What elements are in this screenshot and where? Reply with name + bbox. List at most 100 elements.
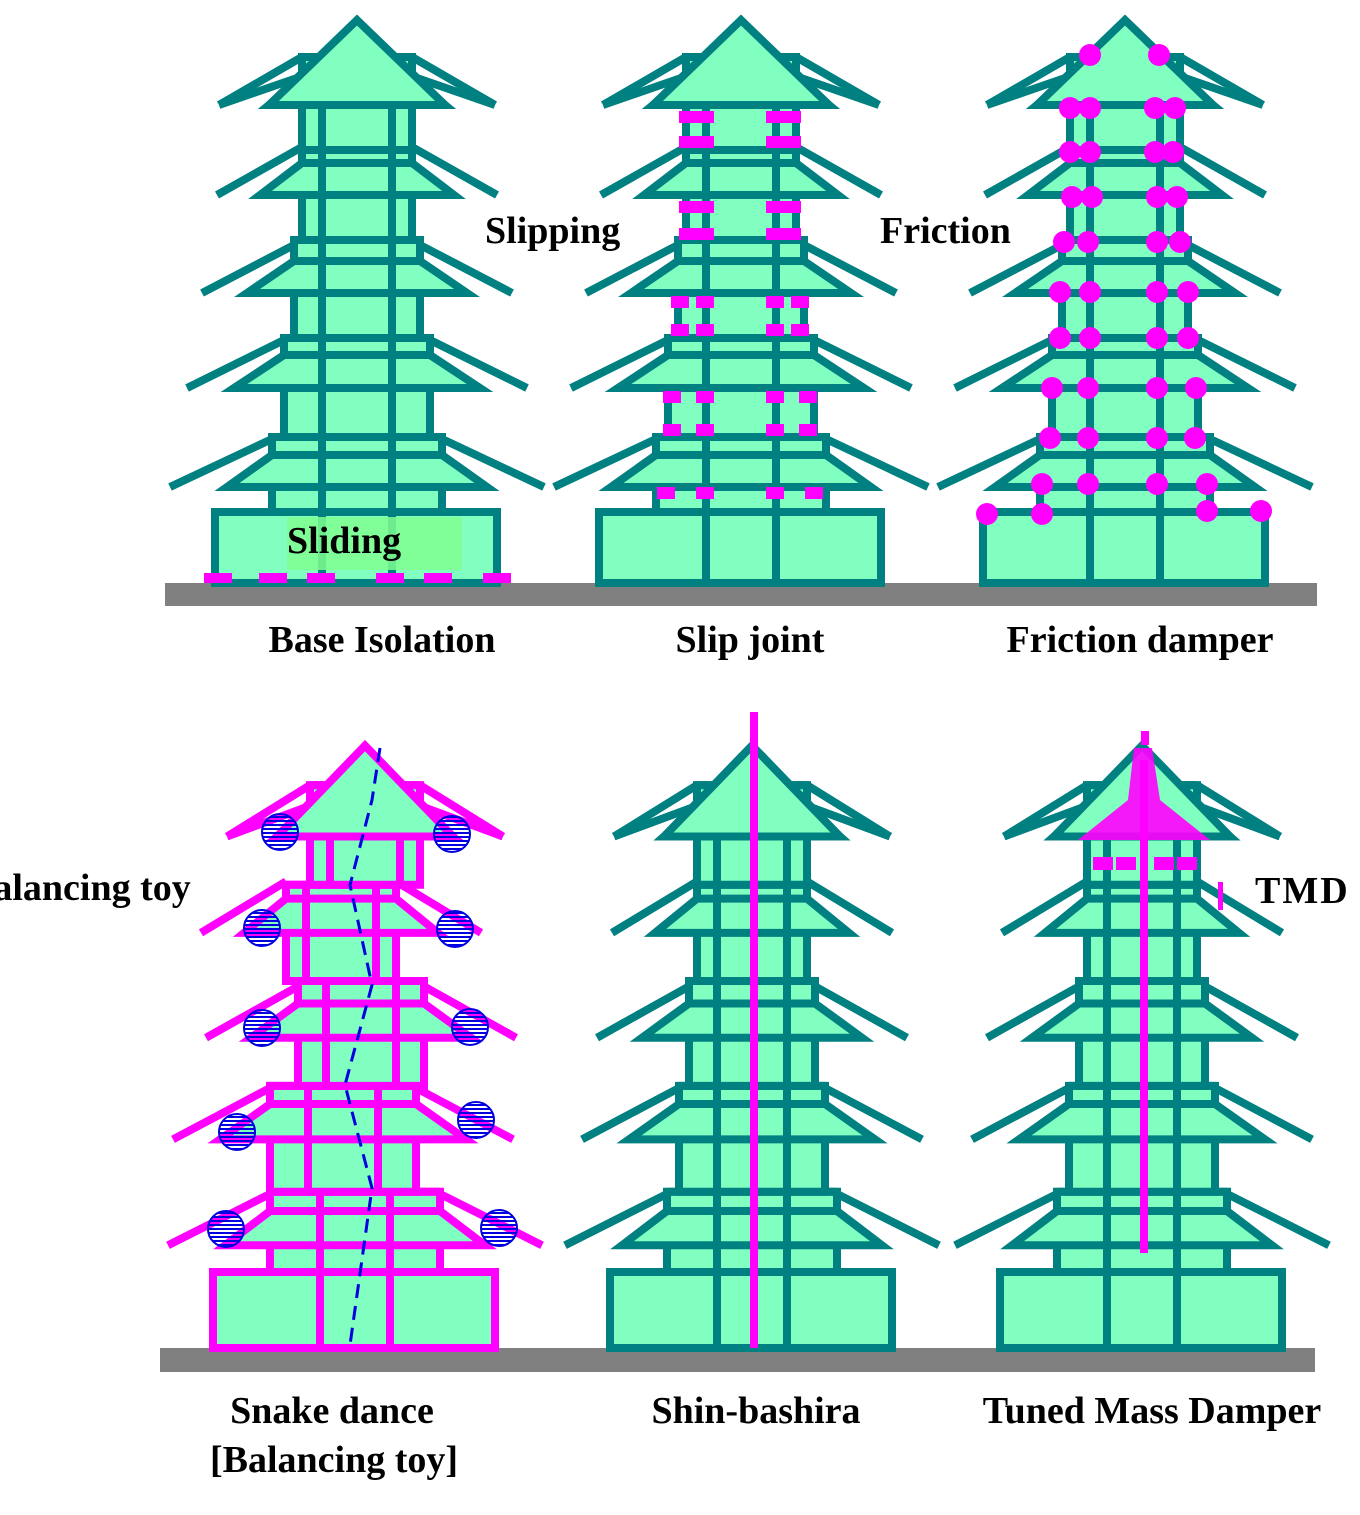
roof-rafter-right xyxy=(1208,435,1314,491)
roof-rafter-left xyxy=(580,1084,681,1143)
roof-rafter-left xyxy=(936,435,1042,491)
base-hall xyxy=(996,1268,1286,1352)
top-rafter-left xyxy=(601,74,683,109)
top-roof xyxy=(643,14,839,109)
pagoda-shin-bashira xyxy=(563,739,941,1352)
center-of-gravity-line xyxy=(343,747,382,1346)
slip-joint-pad xyxy=(696,201,714,213)
caption-slip-joint: Slip joint xyxy=(676,619,825,661)
slip-joint-pad xyxy=(791,296,809,308)
friction-damper-dot xyxy=(1146,427,1168,449)
friction-damper-dot xyxy=(1031,473,1053,495)
base-hall xyxy=(595,508,885,587)
friction-damper-dot xyxy=(1146,377,1168,399)
roof-eave xyxy=(220,351,494,392)
roof-rafter-left xyxy=(168,435,274,491)
slip-joint-pad xyxy=(671,324,689,336)
friction-damper-dot xyxy=(1146,327,1168,349)
slip-joint-pad xyxy=(696,228,714,240)
roof-rafter-right xyxy=(418,241,514,297)
balancing-weight-ball xyxy=(457,1101,495,1139)
roof-rafter-right xyxy=(794,143,883,199)
friction-damper-dot xyxy=(1185,377,1207,399)
sliding-pad xyxy=(424,573,452,583)
roof-eave xyxy=(1002,257,1248,297)
roof-rafter-left xyxy=(970,1084,1071,1143)
tmd-spring-pad xyxy=(1093,857,1113,870)
slip-joint-pad xyxy=(766,201,784,213)
roof-eave xyxy=(207,1100,479,1144)
friction-damper-dot xyxy=(1079,327,1101,349)
top-roof xyxy=(267,739,463,841)
slip-joint-pad xyxy=(679,201,697,213)
roof-rafter-left xyxy=(584,241,680,297)
roof-rafter-right xyxy=(1225,1190,1331,1249)
roof-rafter-right xyxy=(823,1084,924,1143)
roof-eave xyxy=(1016,159,1234,199)
friction-damper-dot xyxy=(1148,44,1170,66)
pagoda-snake-dance xyxy=(166,739,544,1352)
sliding-label-background xyxy=(287,517,462,570)
slip-joint-pad xyxy=(766,296,784,308)
friction-damper-dot xyxy=(1164,97,1186,119)
top-rafter-left xyxy=(612,803,694,841)
slip-joint-pad xyxy=(766,136,784,148)
friction-damper-dot xyxy=(1169,231,1191,253)
friction-damper-dot xyxy=(1144,141,1166,163)
slip-joint-pad xyxy=(783,136,801,148)
caption-friction-damper: Friction damper xyxy=(1006,619,1273,661)
sliding-pad xyxy=(204,573,232,583)
balancing-weight-ball xyxy=(436,910,474,948)
friction-damper-dot xyxy=(1049,281,1071,303)
friction-damper-dot xyxy=(1144,97,1166,119)
roof-eave xyxy=(248,159,466,199)
slip-joint-pad xyxy=(766,424,784,436)
friction-damper-dot xyxy=(1250,500,1272,522)
roof-eave xyxy=(214,451,500,491)
top-rafter-left xyxy=(1002,803,1084,841)
slip-joint-pad xyxy=(799,391,817,403)
friction-damper-dot xyxy=(1162,141,1184,163)
tmd-spring-pad xyxy=(1116,857,1136,870)
friction-damper-dot xyxy=(1146,231,1168,253)
friction-damper-dot xyxy=(976,503,998,525)
slip-joint-pad xyxy=(783,201,801,213)
balancing-weight-ball xyxy=(433,815,471,853)
roof-rafter-left xyxy=(200,241,296,297)
roof-rafter-left xyxy=(569,336,670,392)
slip-joint-pad xyxy=(696,136,714,148)
balancing-weight-ball xyxy=(261,813,299,851)
sliding-annotation: Sliding xyxy=(287,520,401,562)
slip-joint-pad xyxy=(783,111,801,123)
roof-rafter-left xyxy=(609,878,700,937)
roof-rafter-right xyxy=(812,336,913,392)
caption-shin-bashira: Shin-bashira xyxy=(651,1390,860,1432)
top-roof xyxy=(259,14,455,109)
roof-rafter-left xyxy=(985,982,1081,1042)
caption-balancing-toy: [Balancing toy] xyxy=(210,1439,458,1481)
roof-rafter-left xyxy=(599,143,688,199)
friction-damper-dot xyxy=(1077,427,1099,449)
ground-top-row xyxy=(165,583,1317,606)
balancing-weight-ball xyxy=(243,1009,281,1047)
roof-rafter-left xyxy=(185,336,286,392)
roof-rafter-right xyxy=(1196,336,1297,392)
sliding-pad xyxy=(483,573,511,583)
caption-base-isolation: Base Isolation xyxy=(269,619,496,661)
friction-damper-dot xyxy=(1077,377,1099,399)
roof-rafter-right xyxy=(804,878,895,937)
friction-damper-dot xyxy=(1146,473,1168,495)
top-rafter-right xyxy=(1200,803,1282,841)
pagoda-friction-damper xyxy=(936,14,1314,587)
roof-eave xyxy=(604,351,878,392)
roof-rafter-right xyxy=(1178,143,1267,199)
friction-damper-dot xyxy=(1077,473,1099,495)
friction-damper-dot xyxy=(1059,141,1081,163)
roof-rafter-left xyxy=(563,1190,669,1249)
roof-rafter-left xyxy=(983,143,1072,199)
slip-joint-pad xyxy=(679,111,697,123)
roof-rafter-left xyxy=(953,336,1054,392)
balancing-weight-ball xyxy=(480,1209,518,1247)
roof-rafter-right xyxy=(1194,878,1285,937)
